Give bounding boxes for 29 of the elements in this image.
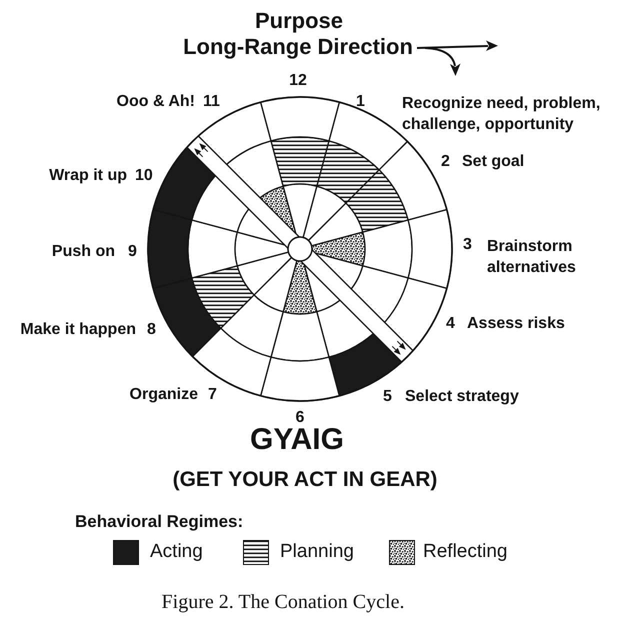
step-number: 9 — [128, 243, 137, 261]
step-number: 4 — [446, 315, 455, 333]
step-number: 2 — [441, 153, 450, 171]
step-label: Push on — [52, 243, 115, 261]
step-label: Assess risks — [467, 315, 565, 333]
legend-label: Reflecting — [423, 541, 508, 563]
legend-label: Planning — [280, 541, 354, 563]
step-label: Wrap it up — [49, 167, 127, 185]
figure-caption: Figure 2. The Conation Cycle. — [162, 590, 404, 614]
step-number: 1 — [356, 93, 365, 111]
acronym-expansion: (GET YOUR ACT IN GEAR) — [172, 467, 438, 492]
legend-label: Acting — [150, 541, 203, 563]
step-number: 3 — [463, 236, 472, 254]
subheading-text: Long-Range Direction — [183, 34, 413, 60]
legend-title: Behavioral Regimes: — [75, 512, 244, 532]
step-label: Select strategy — [405, 388, 519, 406]
step-number: 5 — [383, 388, 392, 406]
step-number: 12 — [289, 72, 307, 90]
heading-text: Purpose — [254, 8, 344, 34]
step-label: Set goal — [462, 153, 524, 171]
step-number: 11 — [203, 93, 220, 111]
step-number: 8 — [147, 321, 156, 339]
step-label: Brainstorm alternatives — [487, 237, 577, 278]
step-label: Recognize need, problem, challenge, opportunity — [402, 94, 602, 135]
step-label: Organize — [130, 386, 198, 404]
step-label: Make it happen — [20, 321, 136, 339]
step-label: Ooo & Ah! — [116, 93, 195, 111]
step-number: 7 — [208, 386, 217, 404]
step-number: 10 — [135, 167, 153, 185]
